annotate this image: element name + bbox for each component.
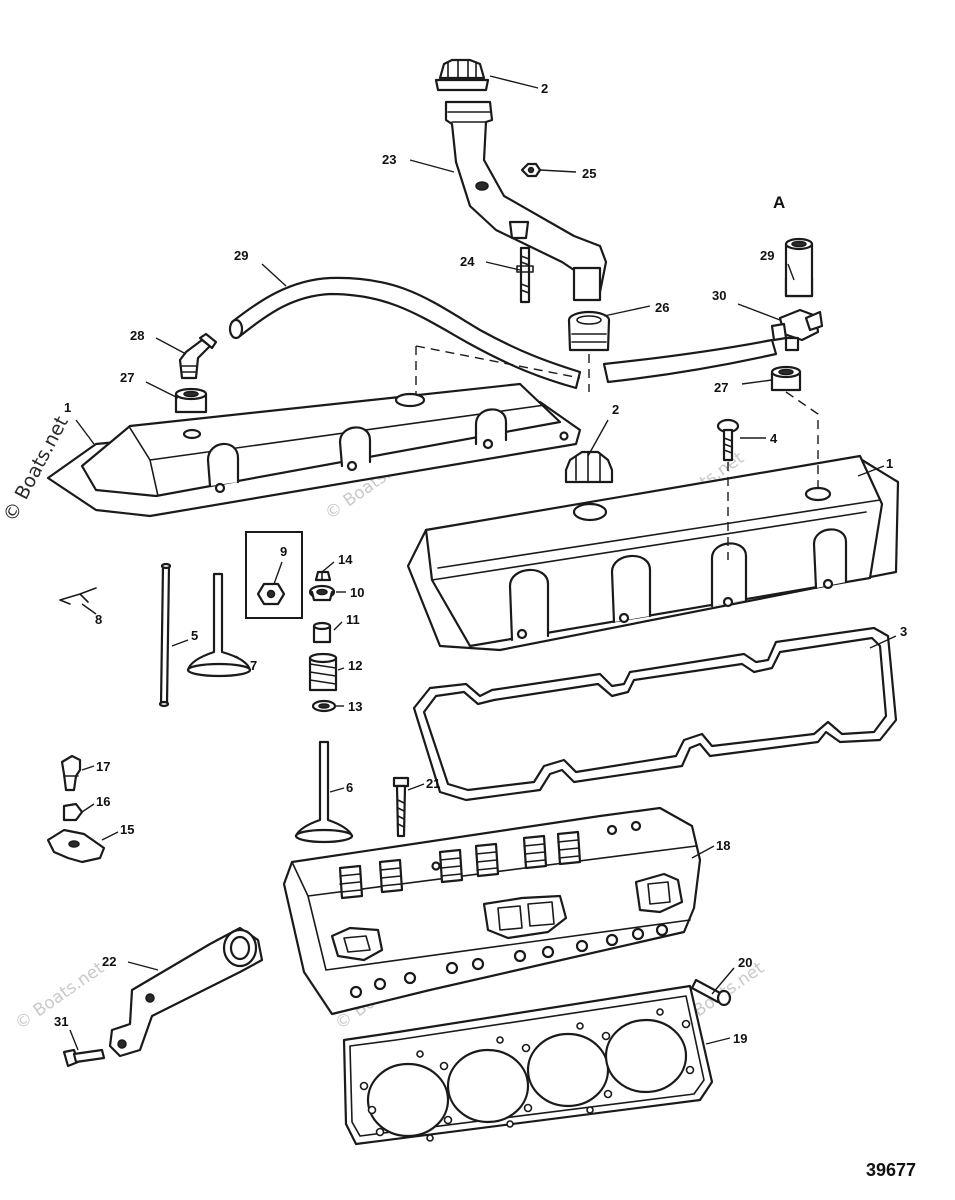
leader-lines: [69, 75, 897, 1051]
head-bolt: [392, 776, 410, 838]
push-rod: [158, 562, 172, 708]
lifting-bolt: [690, 978, 732, 1007]
tube-nut: [520, 162, 542, 178]
valve-cover-left: [46, 382, 582, 518]
callout-5: 5: [191, 628, 198, 643]
callout-28: 28: [130, 328, 144, 343]
head-gasket: [342, 984, 714, 1146]
short-hose-a: [784, 237, 814, 298]
callout-2-top: 2: [541, 81, 548, 96]
pcv-valve-fitting: [770, 308, 824, 352]
callout-10: 10: [350, 585, 364, 600]
grommet-left: [174, 387, 208, 414]
exhaust-valve: [294, 740, 354, 844]
lifting-bracket: [108, 926, 264, 1058]
rocker-ball: [62, 802, 84, 822]
callout-19: 19: [733, 1031, 747, 1046]
callout-24: 24: [460, 254, 475, 269]
callout-2-middle: 2: [612, 402, 619, 417]
callout-20: 20: [738, 955, 752, 970]
valve-spring: [308, 652, 338, 692]
callout-11: 11: [346, 612, 360, 627]
callout-27-left: 27: [120, 370, 134, 385]
cylinder-head: [282, 806, 702, 1016]
callout-27-right: 27: [714, 380, 728, 395]
oil-filler-cap-middle: [564, 450, 614, 484]
callout-7: 7: [250, 658, 257, 673]
callout-6: 6: [346, 780, 353, 795]
callout-1-left: 1: [64, 400, 71, 415]
pcv-hose-right: [602, 338, 778, 384]
valve-cover-gasket: [412, 626, 898, 802]
callout-labels: 2 23 25 A 29 29 24 26 30 28 27 27 1 2 4 …: [54, 81, 907, 1046]
intake-valve: [186, 572, 252, 678]
callout-18: 18: [716, 838, 730, 853]
callout-8: 8: [95, 612, 102, 627]
oil-filler-cap-top: [434, 58, 490, 92]
callout-13: 13: [348, 699, 362, 714]
callout-17: 17: [96, 759, 110, 774]
cover-bolt: [716, 418, 740, 462]
callout-30: 30: [712, 288, 726, 303]
callout-29-left: 29: [234, 248, 248, 263]
callout-4: 4: [770, 431, 778, 446]
callout-1-right: 1: [886, 456, 893, 471]
callout-29-right: 29: [760, 248, 774, 263]
valve-shim: [311, 699, 337, 713]
callout-26: 26: [655, 300, 669, 315]
callout-12: 12: [348, 658, 362, 673]
callout-14: 14: [338, 552, 353, 567]
section-label-a: A: [773, 193, 785, 212]
callout-23: 23: [382, 152, 396, 167]
elbow-fitting: [178, 332, 218, 380]
callout-21: 21: [426, 776, 440, 791]
valve-seal: [312, 621, 332, 644]
callout-3: 3: [900, 624, 907, 639]
rocker-nut-inset: [245, 531, 303, 619]
grommet-right: [770, 365, 802, 392]
spring-cap: [308, 584, 336, 602]
oil-filler-tube: [444, 100, 608, 302]
alignment-lines: [415, 345, 819, 560]
callout-25: 25: [582, 166, 596, 181]
callout-15: 15: [120, 822, 134, 837]
tube-stud: [516, 246, 534, 304]
callout-16: 16: [96, 794, 110, 809]
pcv-hose-left: [228, 276, 582, 390]
callout-9: 9: [280, 544, 287, 559]
callout-22: 22: [102, 954, 116, 969]
rocker-stud: [60, 754, 82, 792]
filler-grommet: [567, 310, 611, 352]
rocker-clip: [59, 587, 97, 605]
bracket-bolt: [62, 1048, 106, 1068]
figure-number: 39677: [866, 1160, 916, 1180]
valve-keeper: [314, 570, 332, 582]
callout-31: 31: [54, 1014, 68, 1029]
valve-cover-right: [406, 454, 900, 652]
rocker-arm: [46, 828, 106, 864]
